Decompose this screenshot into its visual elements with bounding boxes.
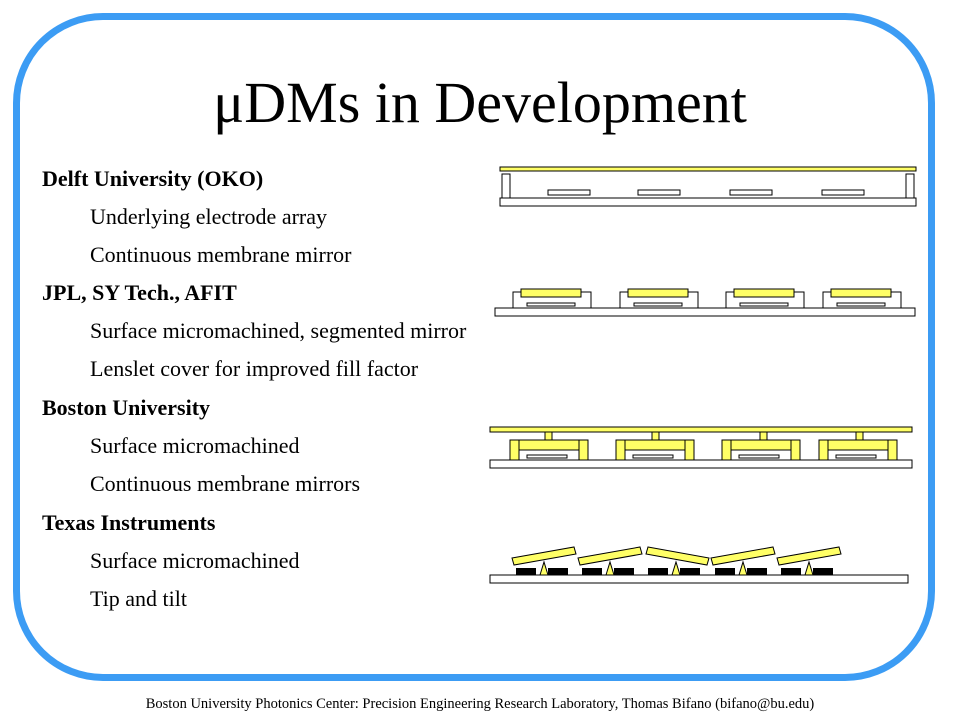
delft-electrode bbox=[821, 189, 865, 196]
ti-cross-section bbox=[489, 546, 909, 584]
jpl-segment bbox=[512, 288, 592, 309]
bu-membrane bbox=[489, 426, 913, 433]
delft-electrode bbox=[729, 189, 773, 196]
section-item-bu-membrane: Continuous membrane mirrors bbox=[90, 471, 361, 496]
delft-cross-section bbox=[499, 166, 917, 207]
section-item-ti-tilt: Tip and tilt bbox=[90, 586, 187, 611]
jpl-segment bbox=[619, 288, 699, 309]
slide-footer: Boston University Photonics Center: Prec… bbox=[145, 696, 815, 712]
delft-electrode bbox=[547, 189, 591, 196]
section-heading-bu: Boston University bbox=[42, 395, 211, 420]
bu-actuator bbox=[721, 439, 801, 461]
section-item-ti-micromachined: Surface micromachined bbox=[90, 548, 300, 573]
delft-substrate bbox=[499, 197, 917, 207]
delft-electrode bbox=[637, 189, 681, 196]
device-cross-sections bbox=[489, 166, 917, 584]
ti-mirror bbox=[511, 546, 577, 576]
delft-spacer-left bbox=[501, 173, 511, 199]
section-item-jpl-segmented: Surface micromachined, segmented mirror bbox=[90, 318, 467, 343]
delft-spacer-right bbox=[905, 173, 915, 199]
bu-cross-section bbox=[489, 426, 913, 469]
jpl-cross-section bbox=[494, 288, 916, 317]
jpl-segment bbox=[822, 288, 902, 309]
ti-mirror bbox=[577, 546, 643, 576]
ti-mirror bbox=[710, 546, 776, 576]
section-heading-ti: Texas Instruments bbox=[42, 510, 216, 535]
bu-actuator bbox=[818, 439, 898, 461]
ti-mirror bbox=[776, 546, 842, 576]
delft-membrane bbox=[499, 166, 917, 172]
section-item-bu-micromachined: Surface micromachined bbox=[90, 433, 300, 458]
section-item-delft-electrode: Underlying electrode array bbox=[90, 204, 327, 229]
ti-substrate bbox=[489, 574, 909, 584]
jpl-substrate bbox=[494, 307, 916, 317]
section-item-delft-membrane: Continuous membrane mirror bbox=[90, 242, 352, 267]
ti-mirror bbox=[645, 546, 710, 576]
bu-actuator bbox=[615, 439, 695, 461]
section-heading-delft: Delft University (OKO) bbox=[42, 166, 264, 191]
section-heading-jpl: JPL, SY Tech., AFIT bbox=[42, 280, 237, 305]
jpl-segment bbox=[725, 288, 805, 309]
slide-title: μDMs in Development bbox=[213, 70, 747, 135]
section-item-jpl-lenslet: Lenslet cover for improved fill factor bbox=[90, 356, 419, 381]
bu-substrate bbox=[489, 459, 913, 469]
bu-actuator bbox=[509, 439, 589, 461]
